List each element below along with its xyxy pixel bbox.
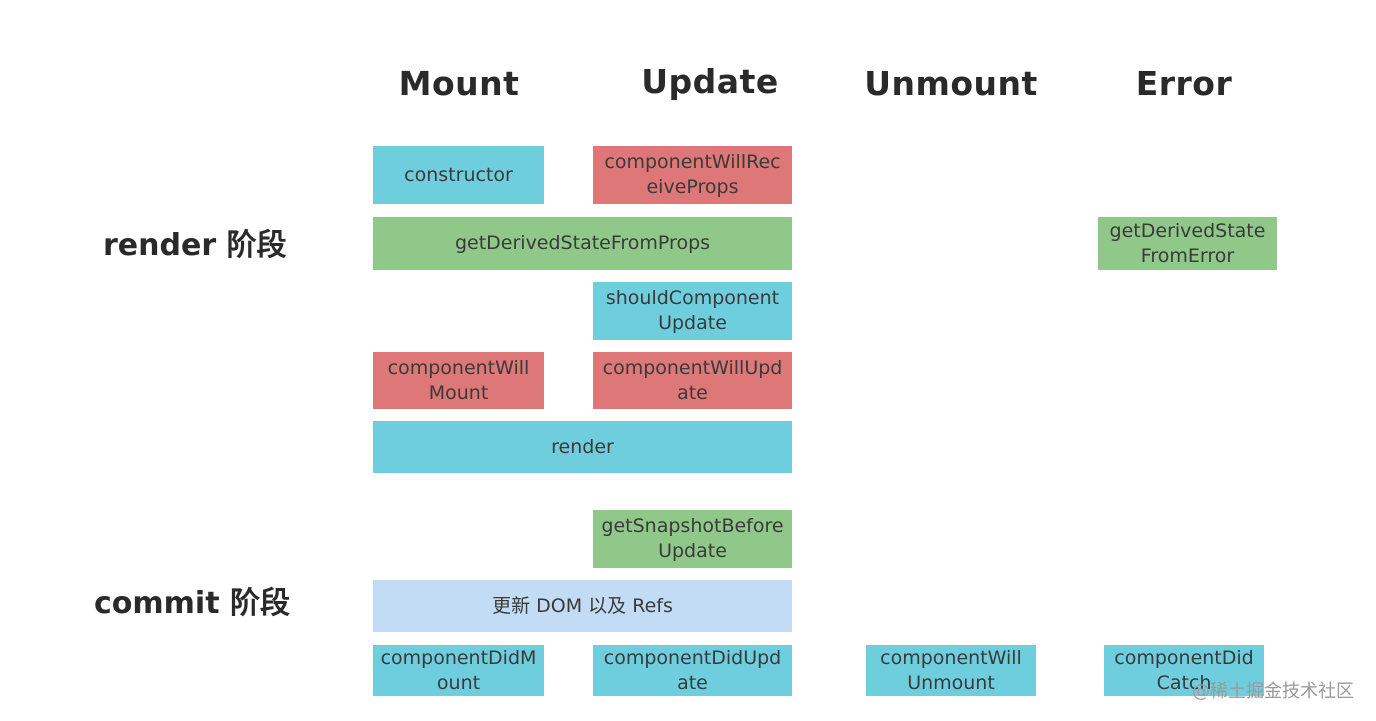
box-component-will-unmount: componentWill Unmount: [866, 645, 1036, 696]
box-should-component-update: shouldComponentUpdate: [593, 282, 792, 340]
box-component-will-mount: componentWill Mount: [373, 352, 544, 409]
box-constructor: constructor: [373, 146, 544, 204]
watermark: @稀土掘金技术社区: [1192, 681, 1354, 702]
box-update-dom-and-refs: 更新 DOM 以及 Refs: [373, 580, 792, 632]
column-header-error: Error: [1135, 64, 1233, 103]
box-render: render: [373, 421, 792, 473]
phase-label-render: render 阶段: [103, 228, 287, 263]
box-get-derived-state-from-props: getDerivedStateFromProps: [373, 217, 792, 270]
box-component-did-update: componentDidUpdate: [593, 645, 792, 696]
column-header-update: Update: [641, 62, 779, 101]
column-header-mount: Mount: [398, 64, 520, 103]
box-get-snapshot-before-update: getSnapshotBeforeUpdate: [593, 510, 792, 568]
column-header-unmount: Unmount: [864, 64, 1038, 103]
box-component-will-update: componentWillUpdate: [593, 352, 792, 409]
box-component-will-receive-props: componentWillReceiveProps: [593, 146, 792, 204]
phase-label-commit: commit 阶段: [94, 586, 290, 621]
box-component-did-catch: componentDid Catch: [1104, 645, 1264, 696]
box-component-did-mount: componentDidMount: [373, 645, 544, 696]
box-get-derived-state-from-error: getDerivedState FromError: [1098, 217, 1277, 270]
